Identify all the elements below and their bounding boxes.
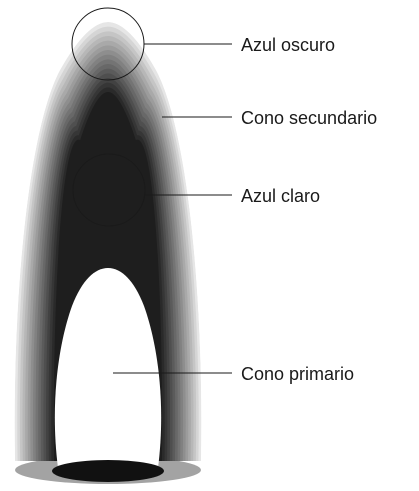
light-blue-label: Azul claro bbox=[241, 186, 320, 206]
primary-cone-shape bbox=[54, 268, 162, 468]
secondary-cone-label: Cono secundario bbox=[241, 108, 377, 128]
light-blue-callout-circle bbox=[72, 153, 146, 227]
base-core bbox=[52, 460, 164, 482]
dark-blue-label: Azul oscuro bbox=[241, 35, 335, 55]
primary-cone-label: Cono primario bbox=[241, 364, 354, 384]
